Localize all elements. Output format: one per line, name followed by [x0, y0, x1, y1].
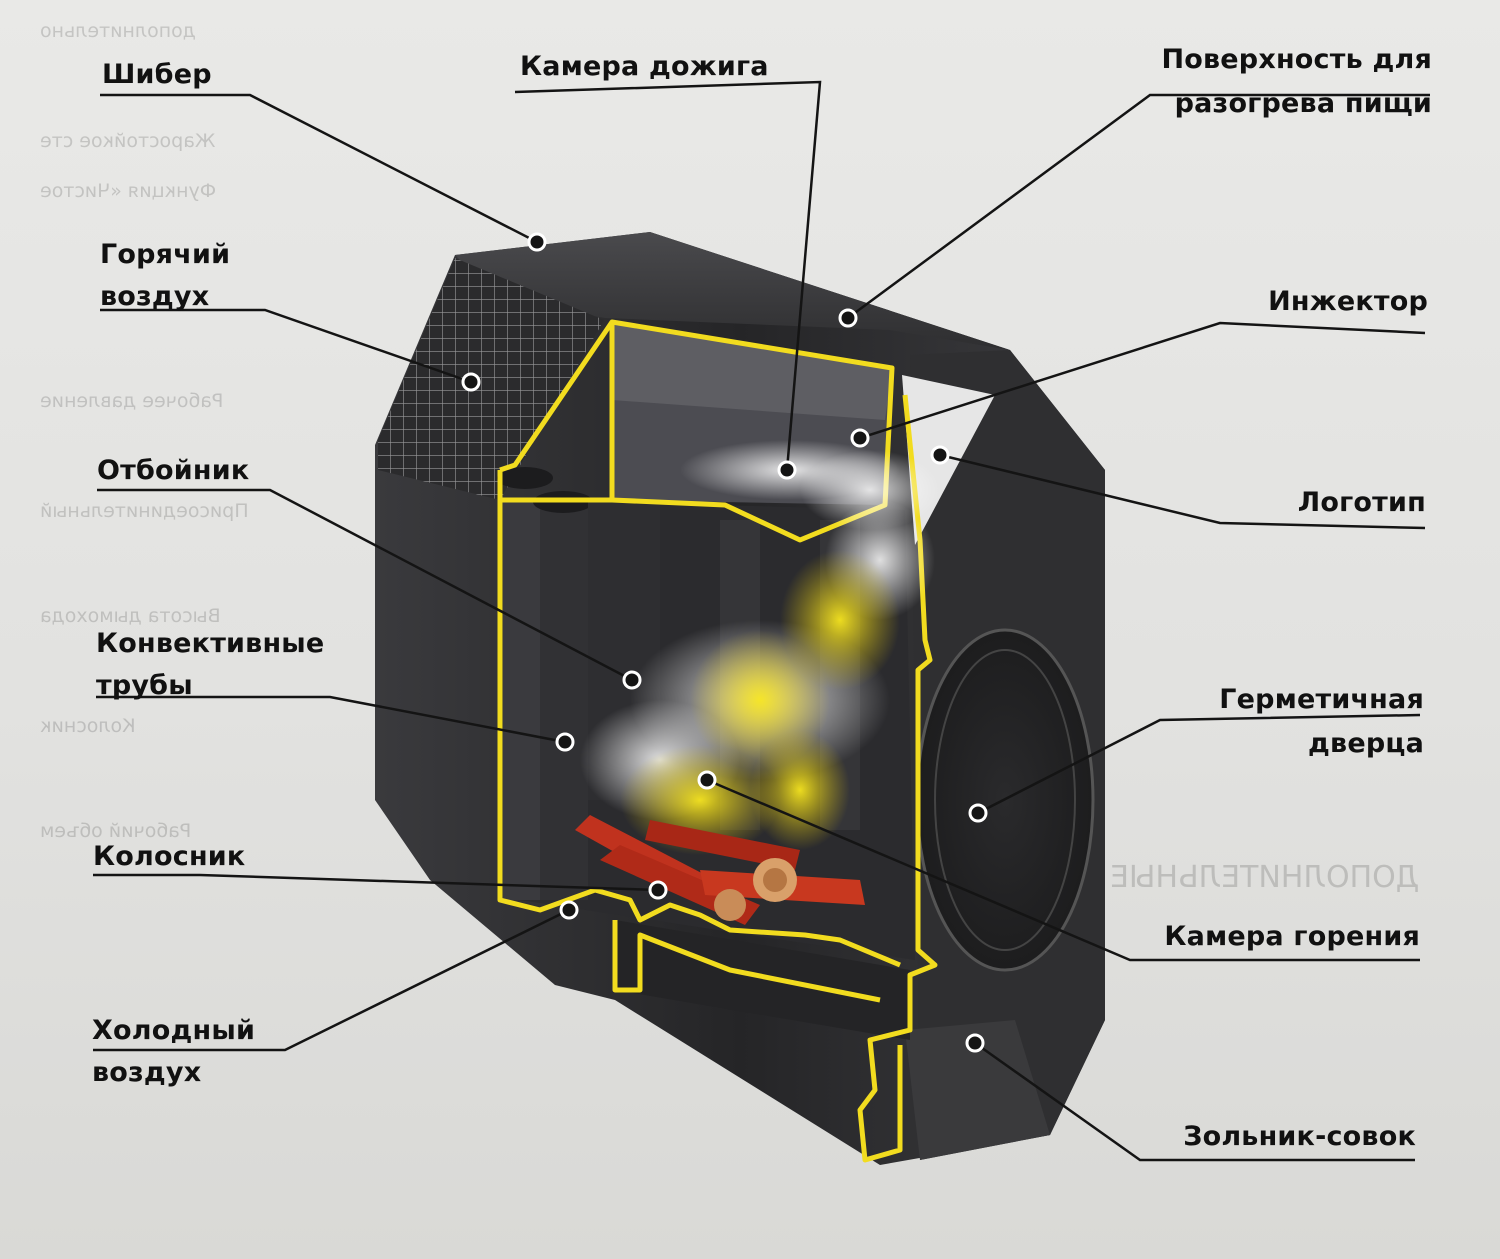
hot-air-mesh [378, 258, 604, 500]
dot-poverkhnost [838, 308, 858, 328]
label-goryachiy-vozdukh: Горячий воздух [100, 239, 231, 312]
convective-tube [540, 500, 588, 900]
label-poverkhnost: Поверхность для разогрева пищи [1161, 44, 1432, 119]
label-shiber: Шибер [102, 59, 212, 90]
dot-goryachiy-vozdukh [461, 372, 481, 392]
dot-kamera-dozhiga [777, 460, 797, 480]
dot-shiber [527, 232, 547, 252]
dot-inzhektor [850, 428, 870, 448]
firewood [575, 815, 865, 925]
label-inzhektor: Инжектор [1268, 286, 1428, 317]
leader-dots [461, 232, 988, 1053]
dot-logotip [930, 445, 950, 465]
dot-konvektivnye-truby [555, 732, 575, 752]
label-logotip: Логотип [1297, 487, 1426, 518]
dot-kholodnyy-vozdukh [559, 900, 579, 920]
dot-zolnik-sovok [965, 1033, 985, 1053]
smoke-and-flame [580, 440, 940, 855]
dot-kamera-goreniya [697, 770, 717, 790]
label-otboynik: Отбойник [97, 455, 250, 486]
dot-kolosnik [648, 880, 668, 900]
label-kolosnik: Колосник [93, 841, 246, 872]
ash-drawer [905, 1020, 1050, 1160]
dot-otboynik [622, 670, 642, 690]
label-konvektivnye-truby: Конвективные трубы [96, 628, 325, 701]
label-kamera-goreniya: Камера горения [1164, 921, 1420, 952]
leader-lines [93, 80, 1430, 1162]
dot-germetichnaya-dverca [968, 803, 988, 823]
label-zolnik-sovok: Зольник-совок [1183, 1121, 1416, 1152]
label-kamera-dozhiga: Камера дожига [520, 51, 769, 82]
label-kholodnyy-vozdukh: Холодный воздух [92, 1015, 256, 1088]
label-germetichnaya-dverca: Герметичная дверца [1219, 684, 1424, 759]
